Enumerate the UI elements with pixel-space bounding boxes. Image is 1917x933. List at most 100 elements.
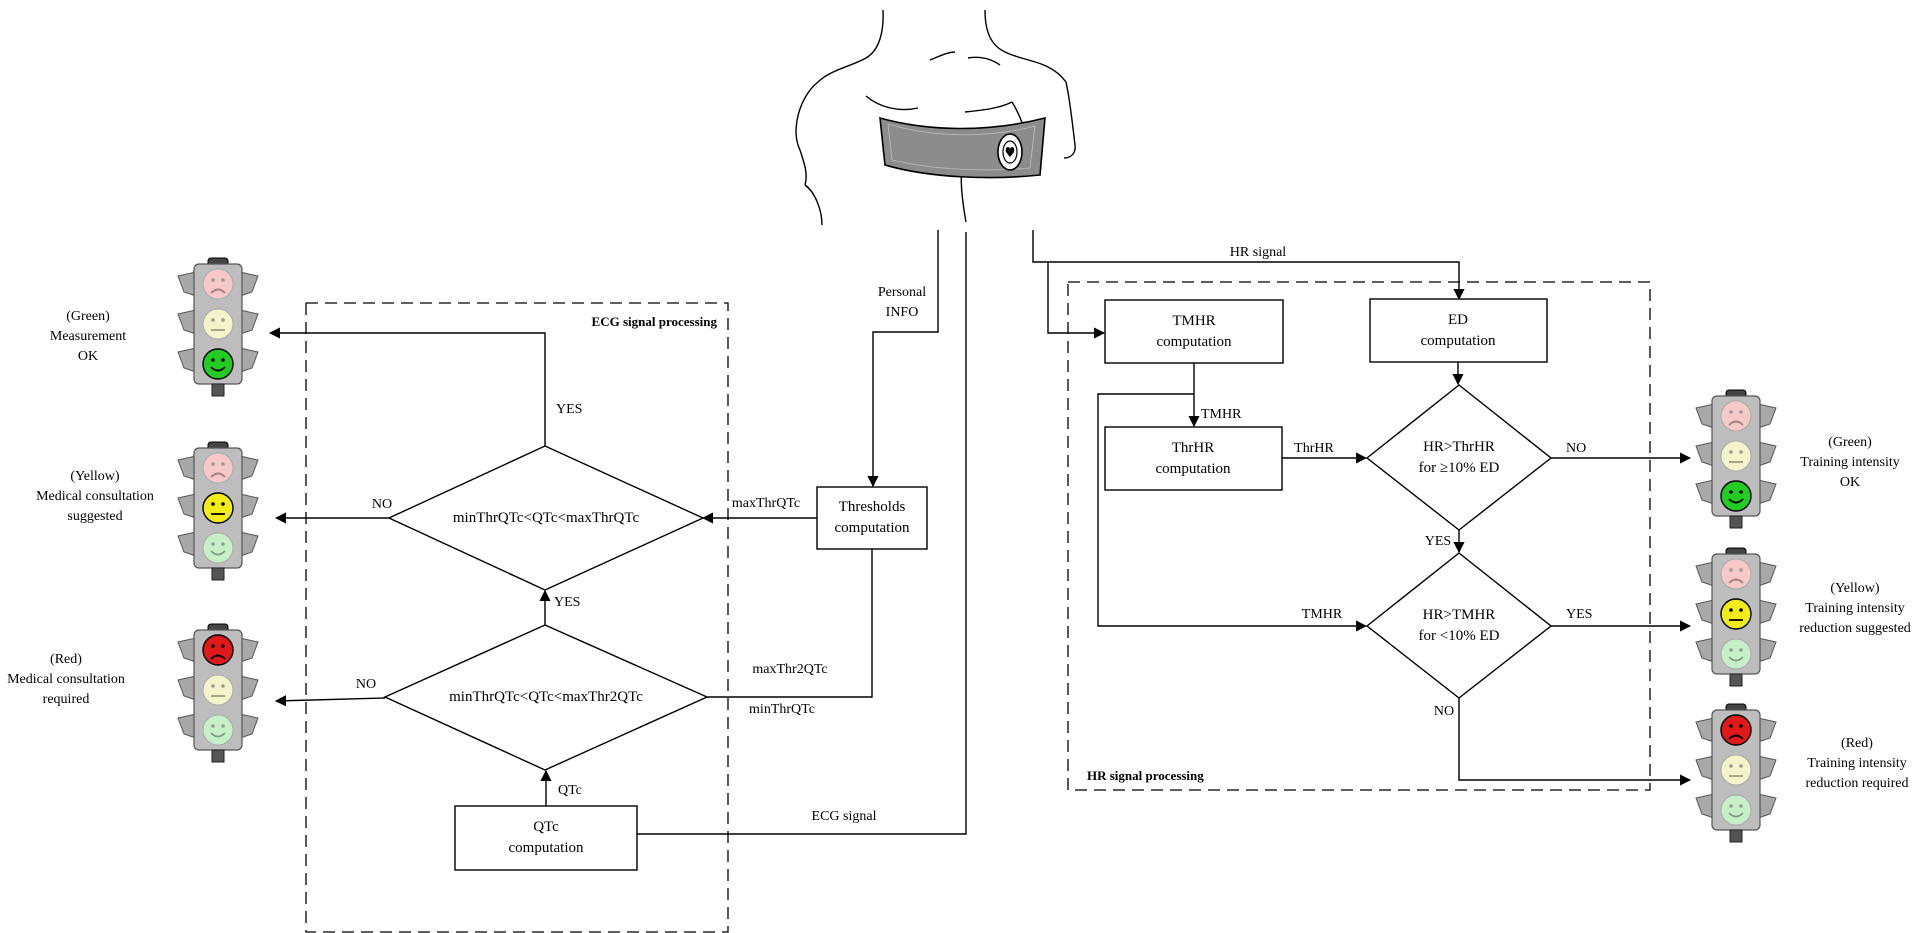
no-label-1: NO [372,497,392,512]
outcome-left-red: (Red) Medical consultation required [7,652,125,707]
personal-info-label-1: Personal [878,285,926,300]
ecg-panel-title: ECG signal processing [592,314,718,329]
traffic-light-right-green-icon [1695,389,1777,529]
outcome-right-green-line-1: (Green) [1828,435,1872,450]
lamp-on [1720,714,1752,746]
tmhr-loop-arrow [1097,393,1368,632]
outcome-left-green-line-1: (Green) [66,309,110,324]
maxthrqtc-label: maxThrQTc [732,496,800,511]
ed-computation-label-2: computation [1421,333,1496,349]
outcome-right-green-line-3: OK [1840,475,1860,490]
hr-check-bottom-label-2: for <10% ED [1419,628,1500,644]
ecg-panel-border [305,302,729,933]
thrhr-label: ThrHR [1294,441,1334,456]
hr-yes-label-1: YES [1425,534,1451,549]
tmhr-label-2: TMHR [1302,607,1343,622]
maxthr2qtc-label: maxThr2QTc [752,662,827,677]
outcome-right-red: (Red) Training intensity reduction requi… [1805,736,1908,791]
hr-panel-border [1067,281,1651,791]
hr-to-tmhr-arrow [1047,262,1106,339]
torso-with-chest-strap-icon [795,9,1076,226]
outcome-left-yellow-line-2: Medical consultation [36,489,154,504]
hr-check-diamond-bottom [1365,552,1553,699]
traffic-light-left-yellow-icon [177,441,259,581]
outcome-right-red-line-2: Training intensity [1807,756,1906,771]
lamp-off [202,674,234,706]
ecg-signal-label: ECG signal [812,809,877,824]
ed-computation-label-1: ED [1448,312,1468,328]
outcome-right-red-line-3: reduction required [1805,776,1908,791]
qtc-computation-box [454,805,638,871]
outcome-left-yellow-line-3: suggested [67,509,122,524]
lamp-off [202,268,234,300]
outcome-right-red-line-1: (Red) [1841,736,1873,751]
outcome-left-green-line-2: Measurement [50,329,126,344]
hr-signal-label: HR signal [1230,245,1287,260]
hr-no-label-2: NO [1434,704,1454,719]
minthrqtc-label: minThrQTc [749,702,815,717]
lamp-off [1720,638,1752,670]
no-label-2: NO [356,677,376,692]
lamp-on [202,492,234,524]
lamp-on [202,634,234,666]
lamp-on [202,348,234,380]
outcome-left-red-line-1: (Red) [50,652,82,667]
outcome-left-green-line-3: OK [78,349,98,364]
outcome-left-yellow: (Yellow) Medical consultation suggested [36,469,154,524]
outcome-left-red-line-3: required [43,692,90,707]
maxthr2qtc-line [707,549,873,698]
thrhr-computation-label-1: ThrHR [1172,440,1215,456]
outcome-left-green: (Green) Measurement OK [50,309,126,364]
tmhr-computation-label-2: computation [1157,334,1232,350]
lamp-off [1720,754,1752,786]
lamp-off [1720,558,1752,590]
traffic-light-left-red-icon [177,623,259,763]
outcome-left-yellow-line-1: (Yellow) [70,469,119,484]
traffic-light-left-green-icon [177,257,259,397]
hr-check-bottom-label-1: HR>TMHR [1423,607,1496,623]
outcome-right-green: (Green) Training intensity OK [1800,435,1899,490]
hr-check-top-label-1: HR>ThrHR [1423,439,1495,455]
outcome-right-yellow-line-1: (Yellow) [1830,581,1879,596]
qtc-computation-label-1: QTc [533,819,559,835]
hr-panel-title: HR signal processing [1087,768,1204,783]
qtc-computation-label-2: computation [509,840,584,856]
thrhr-computation-label-2: computation [1156,461,1231,477]
tmhr-label: TMHR [1201,407,1242,422]
lamp-off [202,532,234,564]
outcome-right-green-line-2: Training intensity [1800,455,1899,470]
traffic-light-right-yellow-icon [1695,547,1777,687]
lamp-on [1720,598,1752,630]
yes-arrow-1 [268,327,546,446]
hr-check-top-label-2: for ≥10% ED [1419,460,1500,476]
yes-label-2: YES [554,595,580,610]
lamp-off [1720,440,1752,472]
qtc-check-top-label: minThrQTc<QTc<maxThrQTc [453,510,640,526]
tmhr-computation-label-1: TMHR [1172,313,1215,329]
tmhr-computation-box [1104,299,1284,364]
lamp-off [1720,400,1752,432]
ed-computation-box [1369,298,1548,363]
outcome-right-yellow-line-2: Training intensity [1805,601,1904,616]
outcome-right-yellow-line-3: reduction suggested [1799,621,1911,636]
hr-no-label-1: NO [1566,441,1586,456]
ecg-signal-line [637,232,967,835]
personal-info-label-2: INFO [886,305,919,320]
outcome-left-red-line-2: Medical consultation [7,672,125,687]
qtc-label: QTc [558,783,582,798]
hr-check-diamond-top [1365,384,1553,531]
lamp-on [1720,480,1752,512]
no-arrow-2 [274,695,386,707]
hr-no-arrow-2 [1458,698,1692,786]
thresholds-label-2: computation [835,520,910,536]
qtc-check-bottom-label: minThrQTc<QTc<maxThr2QTc [449,689,643,705]
lamp-off [202,714,234,746]
hr-signal-arrow [1032,230,1465,301]
lamp-off [1720,794,1752,826]
yes-label-1: YES [556,402,582,417]
thrhr-computation-box [1104,426,1283,491]
traffic-light-right-red-icon [1695,703,1777,843]
lamp-off [202,308,234,340]
hr-yes-label-2: YES [1566,607,1592,622]
